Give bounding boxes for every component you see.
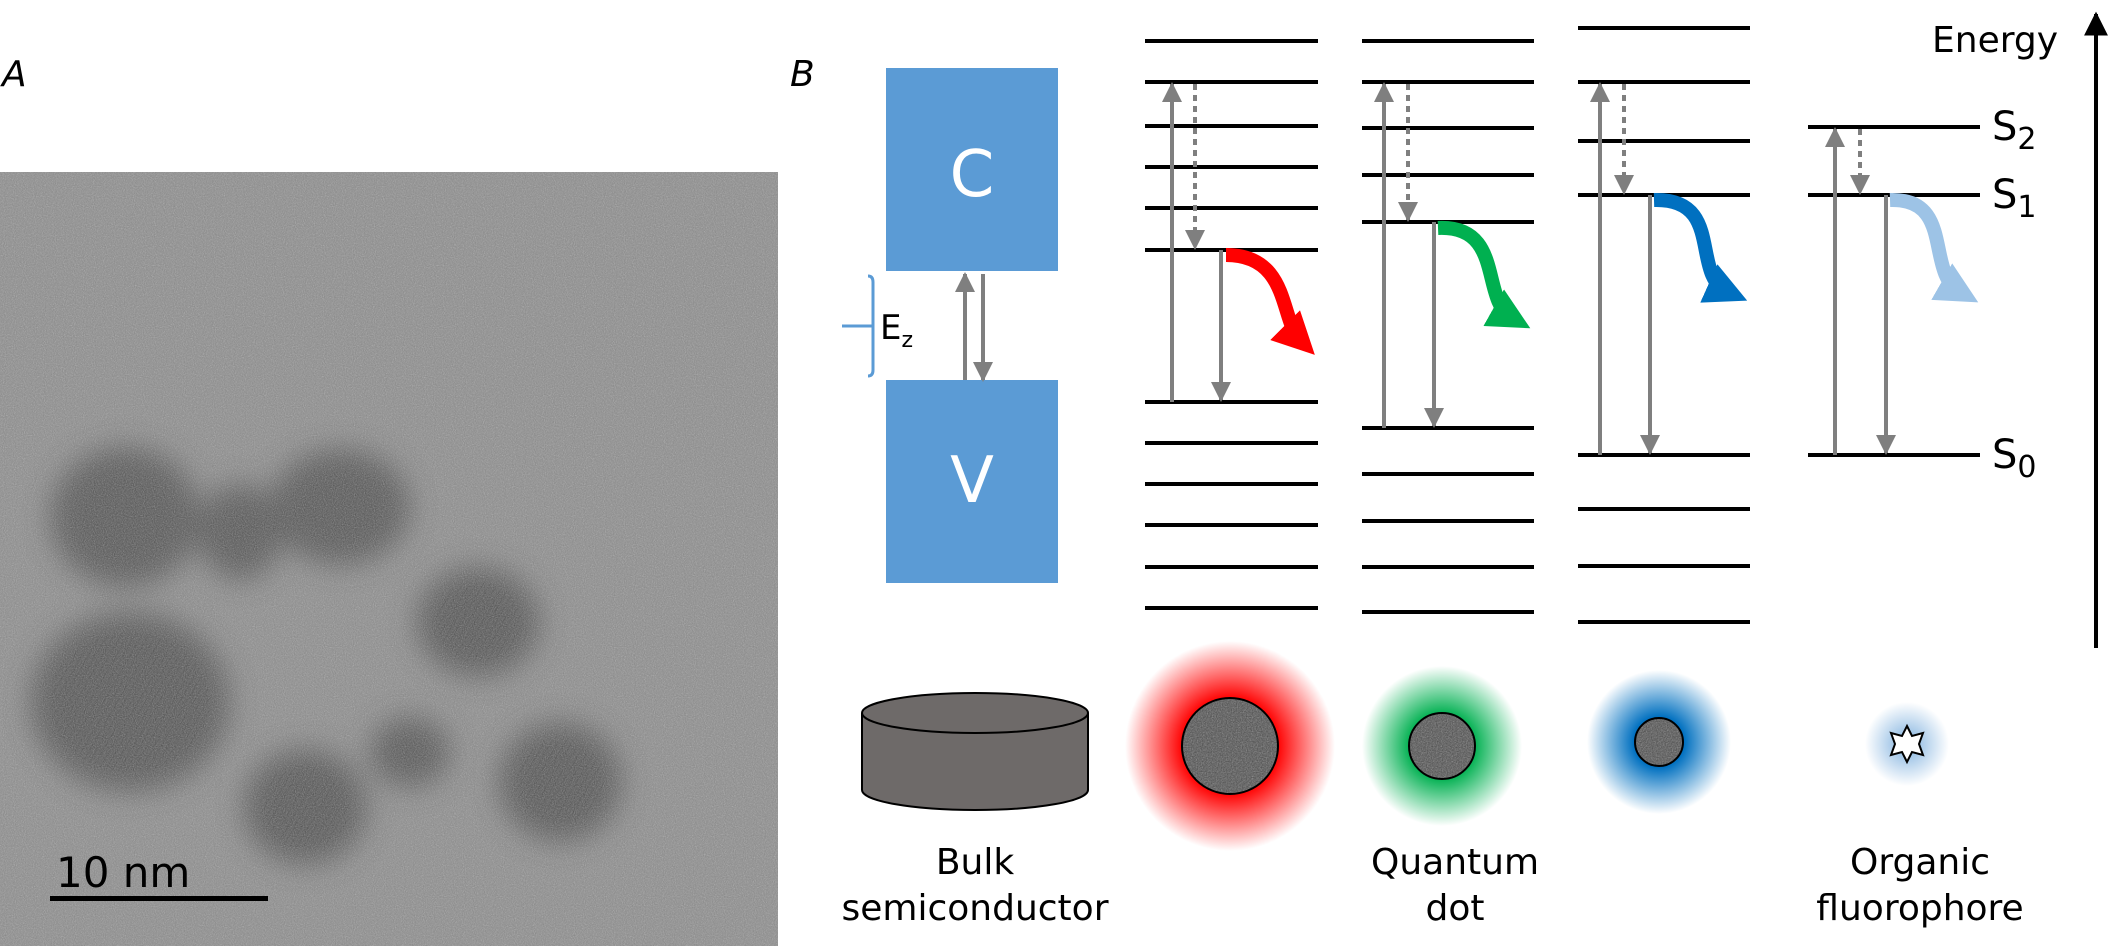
star-icon [1889, 723, 1925, 765]
levels-blue-dot [1578, 26, 1750, 624]
tem-micrograph: 10 nm [0, 172, 778, 946]
scale-bar [50, 896, 268, 901]
valence-band-label: V [950, 444, 994, 518]
band-gap-label: Ez [880, 308, 914, 353]
emission-arrow-red [1225, 248, 1315, 355]
panel-label-a: A [2, 54, 27, 95]
levels-green-dot [1362, 39, 1534, 614]
conduction-band-label: C [949, 138, 995, 212]
conduction-band [886, 68, 1058, 271]
state-s0-label: S0 [1992, 432, 2037, 485]
state-s2-label: S2 [1992, 104, 2037, 157]
scale-bar-label: 10 nm [56, 848, 191, 897]
emission-arrow-blue [1653, 192, 1748, 303]
state-s1-label: S1 [1992, 172, 2037, 225]
band-gap-bracket [842, 274, 875, 378]
emission-arrow-lightblue [1889, 192, 1979, 303]
emission-arrow-green [1437, 220, 1531, 329]
bulk-cylinder [861, 692, 1089, 811]
energy-axis-label: Energy [1932, 20, 2059, 61]
valence-band [886, 380, 1058, 583]
panel-label-b: B [790, 54, 815, 95]
